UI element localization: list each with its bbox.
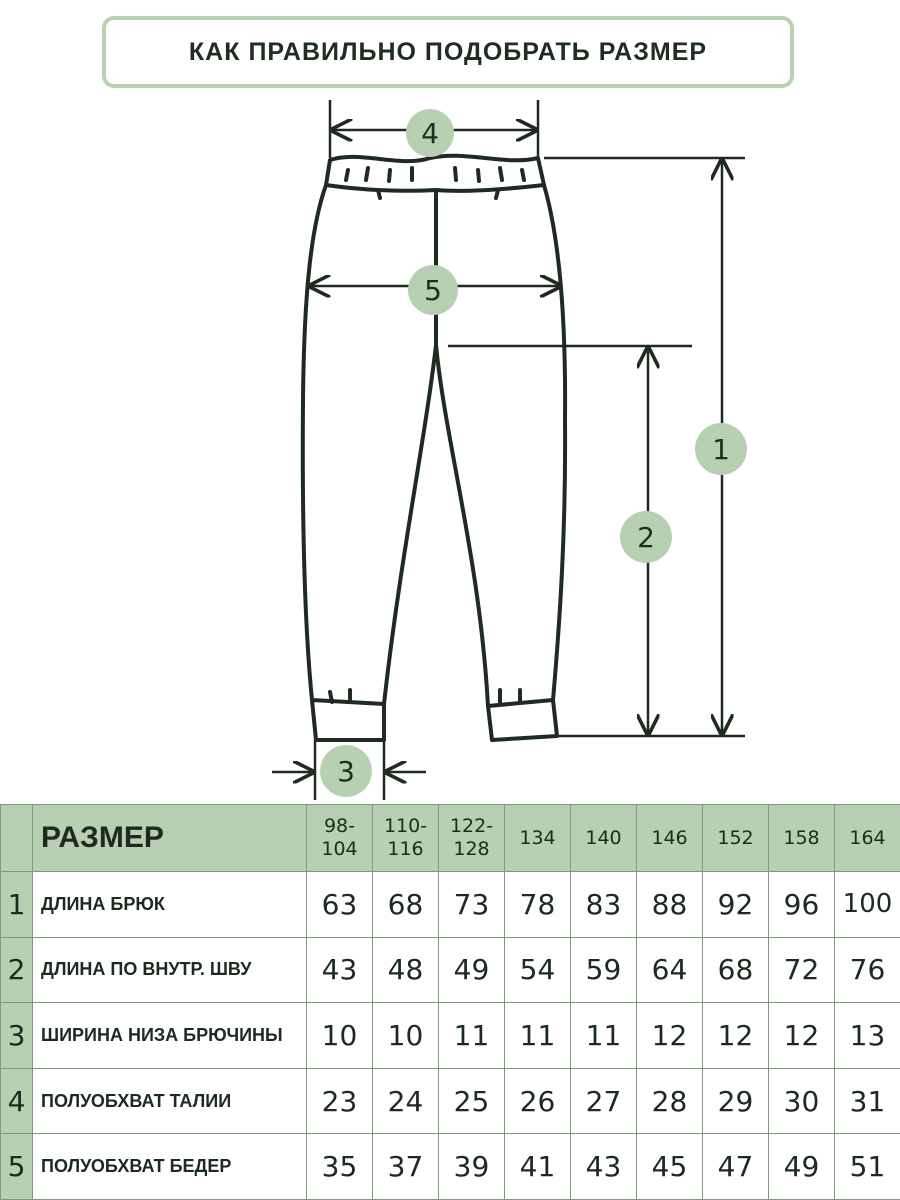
row-label: ДЛИНА ПО ВНУТР. ШВУ: [32, 936, 307, 1004]
size-column-header: 158: [768, 804, 835, 872]
table-cell: 26: [504, 1067, 571, 1135]
table-cell: 45: [636, 1133, 703, 1200]
svg-text:2: 2: [637, 521, 655, 554]
size-column-header: 146: [636, 804, 703, 872]
size-column-header: 110- 116: [372, 804, 439, 872]
row-number: 3: [0, 1002, 33, 1069]
table-cell: 78: [504, 871, 571, 938]
cuff-measure: [272, 740, 426, 800]
table-cell: 73: [438, 871, 505, 938]
table-cell: 48: [372, 936, 439, 1004]
measure-badge-2: 2: [620, 511, 672, 563]
table-cell: 11: [504, 1002, 571, 1069]
table-cell: 12: [768, 1002, 835, 1069]
table-cell: 51: [834, 1133, 900, 1200]
row-number: 5: [0, 1133, 33, 1200]
size-column-header: 140: [570, 804, 637, 872]
table-cell: 35: [306, 1133, 373, 1200]
table-cell: 68: [372, 871, 439, 938]
row-number: 2: [0, 936, 33, 1004]
table-cell: 11: [570, 1002, 637, 1069]
header-corner: [0, 804, 33, 872]
header-label: РАЗМЕР: [32, 804, 307, 872]
size-column-header: 98- 104: [306, 804, 373, 872]
svg-text:5: 5: [424, 274, 442, 307]
table-cell: 88: [636, 871, 703, 938]
table-cell: 10: [372, 1002, 439, 1069]
row-label: ПОЛУОБХВАТ БЕДЕР: [32, 1133, 307, 1200]
title-box: КАК ПРАВИЛЬНО ПОДОБРАТЬ РАЗМЕР: [102, 16, 794, 88]
table-cell: 83: [570, 871, 637, 938]
measure-badge-4: 4: [406, 109, 454, 157]
page-title: КАК ПРАВИЛЬНО ПОДОБРАТЬ РАЗМЕР: [188, 37, 708, 66]
table-cell: 47: [702, 1133, 769, 1200]
table-cell: 24: [372, 1067, 439, 1135]
table-cell: 13: [834, 1002, 900, 1069]
row-number: 4: [0, 1067, 33, 1135]
svg-text:3: 3: [337, 755, 355, 788]
table-cell: 23: [306, 1067, 373, 1135]
table-cell: 25: [438, 1067, 505, 1135]
table-cell: 29: [702, 1067, 769, 1135]
table-cell: 30: [768, 1067, 835, 1135]
size-column-header: 122- 128: [438, 804, 505, 872]
svg-text:1: 1: [712, 433, 730, 466]
table-cell: 59: [570, 936, 637, 1004]
table-cell: 49: [768, 1133, 835, 1200]
row-label: ПОЛУОБХВАТ ТАЛИИ: [32, 1067, 307, 1135]
table-cell: 72: [768, 936, 835, 1004]
table-cell: 92: [702, 871, 769, 938]
row-number: 1: [0, 871, 33, 938]
table-cell: 49: [438, 936, 505, 1004]
pants-outline-icon: [300, 153, 568, 742]
table-cell: 63: [306, 871, 373, 938]
table-cell: 39: [438, 1133, 505, 1200]
size-column-header: 152: [702, 804, 769, 872]
svg-text:4: 4: [421, 117, 439, 150]
table-cell: 41: [504, 1133, 571, 1200]
table-cell: 96: [768, 871, 835, 938]
table-cell: 11: [438, 1002, 505, 1069]
measure-badge-1: 1: [695, 423, 747, 475]
table-cell: 12: [636, 1002, 703, 1069]
size-column-header: 164: [834, 804, 900, 872]
table-cell: 68: [702, 936, 769, 1004]
table-cell: 76: [834, 936, 900, 1004]
table-cell: 12: [702, 1002, 769, 1069]
table-cell: 27: [570, 1067, 637, 1135]
row-label: ШИРИНА НИЗА БРЮЧИНЫ: [32, 1002, 307, 1069]
table-cell: 64: [636, 936, 703, 1004]
measure-badge-5: 5: [408, 265, 458, 315]
row-label: ДЛИНА БРЮК: [32, 871, 307, 938]
pants-diagram: 4 5 1 2 3: [272, 100, 747, 800]
table-cell: 31: [834, 1067, 900, 1135]
table-cell: 37: [372, 1133, 439, 1200]
table-cell: 100: [834, 871, 900, 938]
measure-badge-3: 3: [320, 745, 372, 797]
size-column-header: 134: [504, 804, 571, 872]
table-cell: 28: [636, 1067, 703, 1135]
table-cell: 10: [306, 1002, 373, 1069]
table-cell: 43: [306, 936, 373, 1004]
table-cell: 43: [570, 1133, 637, 1200]
table-cell: 54: [504, 936, 571, 1004]
